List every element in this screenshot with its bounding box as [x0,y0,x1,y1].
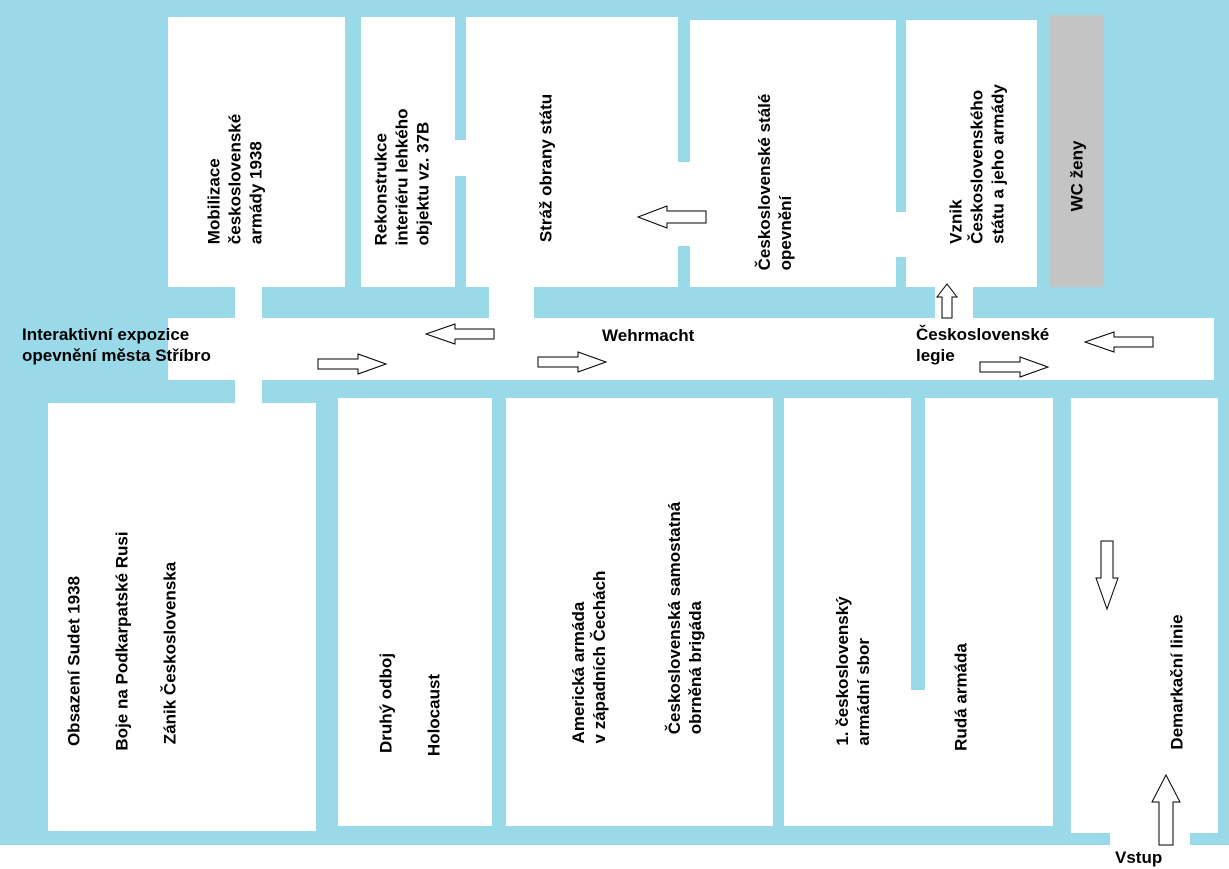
doorway [455,140,467,176]
corridor-wall [973,287,1213,317]
entrance [1110,830,1190,869]
room-mobilizace [168,17,345,287]
doorway [678,162,691,246]
label-zanik: Zánik Československa [160,561,180,745]
room-vznik [906,20,1037,287]
label-odboj: Druhý odboj [376,652,396,754]
corridor-wall [262,287,489,317]
room-americka [506,398,773,826]
label-interaktivni-expozice: Interaktivní expozice opevnění města Stř… [22,325,211,365]
label-straz: Stráž obrany státu [536,93,556,243]
room-demarkacni [1071,398,1218,833]
corridor-wall [670,380,840,402]
label-demarkacni: Demarkační linie [1167,614,1187,750]
label-wc: WC ženy [1067,140,1087,212]
corridor-wall [272,380,392,402]
room-sbor-ruda-link [911,690,926,826]
arrow-left-icon [424,323,495,345]
label-holocaust: Holocaust [424,673,444,757]
room-straz [466,17,678,287]
corridor-wall [864,380,949,400]
corridor-entry-straz [489,287,534,320]
room-sbor [784,398,911,826]
corridor-entry-left [235,287,262,403]
corridor-wall [432,380,624,402]
doorway [895,212,907,257]
room-rekonstrukce [361,17,455,287]
label-wehrmacht: Wehrmacht [602,326,695,345]
label-legie: Československé legie [916,325,1050,365]
arrow-left-icon [636,205,707,229]
arrow-down-icon [1095,540,1119,611]
corridor-wall [534,287,935,317]
arrow-left-icon [1083,331,1154,353]
corridor-wall [994,380,1072,400]
label-ruda: Rudá armáda [951,643,971,751]
label-vstup: Vstup [1115,848,1163,867]
room-obsazeni [48,403,316,831]
arrow-right-icon [317,353,388,375]
arrow-up-icon [1151,773,1181,846]
room-opevneni [690,20,896,287]
corridor-wall [1206,380,1229,400]
arrow-right-icon [537,351,608,373]
label-obsazeni: Obsazení Sudet 1938 [64,575,84,747]
room-odboj [338,398,492,826]
room-ruda [925,398,1053,826]
arrow-right-icon [979,356,1050,378]
room-wc [1049,15,1104,308]
arrow-up-icon [935,283,959,319]
label-boje: Boje na Podkarpatské Rusi [112,531,132,751]
